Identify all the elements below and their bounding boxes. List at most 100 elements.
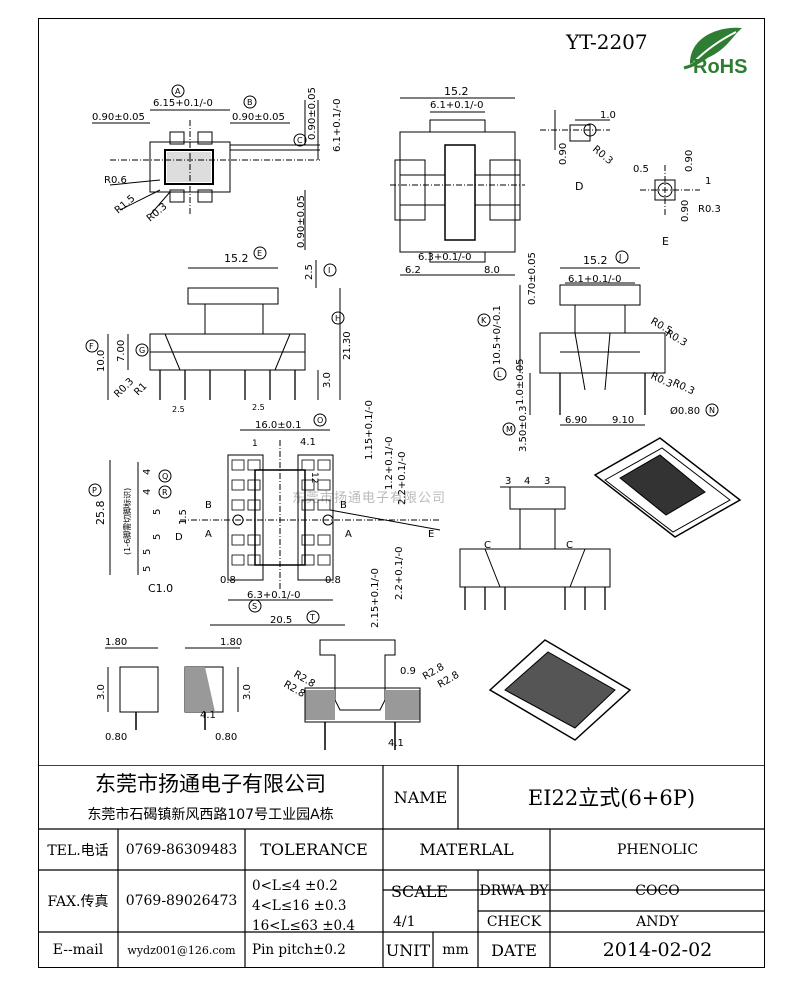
dim-sr-9: 3.50±0.3 [518, 405, 529, 452]
marker-N: N [709, 406, 715, 415]
dim-fl-0: 15.2 [224, 252, 249, 265]
tel-value: 0769-86309483 [125, 841, 238, 858]
draw-value: COCO [635, 882, 680, 899]
dim-sr-12: Ø0.80 [670, 405, 700, 417]
name-label: NAME [393, 787, 448, 807]
dim-bp-10: 4 [142, 489, 153, 495]
dim-bp-18: 2.2+0.1/-0 [394, 546, 405, 600]
tolerance-row-3: 16<L≤63 ±0.4 [252, 918, 356, 934]
check-value: ANDY [636, 913, 679, 930]
dim-sr-11: 9.10 [612, 415, 634, 426]
dim-sr-8: R0.3 [671, 378, 696, 398]
dim-sv-2: 3.0 [96, 684, 107, 700]
tel-label: TEL.电话 [47, 842, 109, 859]
dim-bp-2: 1.15+0.1/-0 [364, 400, 375, 460]
marker-P: P [92, 486, 97, 495]
dim-e-2: 0.90 [680, 200, 691, 222]
dim-sec-5: 4.1 [388, 738, 404, 749]
dim-sv-4: 0.80 [105, 732, 127, 743]
dim-bp-8: 25.8 [94, 501, 107, 526]
dim-bp-6: 5 [152, 509, 163, 515]
email-value: wydz001@126.com [127, 943, 236, 957]
detail-letter-B1: B [205, 500, 212, 511]
dim-bp-16: 0.8 [325, 575, 341, 586]
detail-letter-A1: A [205, 529, 212, 540]
company-address: 东莞市石碣镇新风西路107号工业园A栋 [87, 807, 334, 823]
material-value: PHENOLIC [616, 841, 699, 858]
dim-rf-2: 3 [544, 476, 550, 487]
dim-bp-15: 6.3+0.1/-0 [247, 590, 301, 601]
dim-e-4: 1 [705, 176, 711, 187]
detail-E-label: E [662, 235, 669, 248]
dim-tc-2: 6.3+0.1/-0 [418, 252, 472, 263]
scale-label: SCALE [391, 882, 449, 901]
letter-C1: C [484, 540, 491, 551]
dim-sr-1: 6.1+0.1/-0 [568, 274, 622, 285]
dim-sr-10: 6.90 [565, 415, 587, 426]
view-top-left [92, 84, 320, 250]
dim-fl-4: 10.0 [96, 350, 107, 372]
view-small [105, 647, 240, 730]
tolerance-row-2: 4<L≤16 ±0.3 [252, 898, 347, 914]
unit-label: UNIT [385, 940, 431, 960]
dim-sec-2: 0.9 [400, 666, 416, 677]
marker-S: S [252, 602, 257, 611]
dim-tl-0: 0.90±0.05 [92, 112, 145, 123]
dim-tl-7: R0.3 [145, 201, 170, 224]
dim-bp-11: 5 [142, 549, 153, 555]
dim-sr-6: 1.0±0.05 [515, 358, 526, 405]
marker-H: H [335, 314, 341, 323]
dim-d-1: 0.90 [558, 143, 569, 165]
small-views-labels: 1.80 1.80 3.0 3.0 0.80 0.80 4.1 [96, 637, 253, 743]
detail-letter-A2: A [345, 529, 352, 540]
unit-value: mm [442, 942, 469, 958]
dim-d-0: 1.0 [600, 110, 616, 121]
dim-e-3: R0.3 [698, 204, 721, 215]
rohs-leaf-icon [683, 27, 742, 70]
dim-fl-3: 7.00 [116, 340, 127, 362]
marker-C: C [297, 136, 303, 145]
view-front-left [85, 246, 345, 400]
name-value: EI22立式(6+6P) [527, 786, 696, 810]
title-block: 东莞市扬通电子有限公司 东莞市石碣镇新风西路107号工业园A栋 NAME EI2… [38, 765, 765, 968]
detail-D [540, 110, 610, 150]
top-center-labels: 15.2 6.1+0.1/-0 6.3+0.1/-0 6.2 8.0 [405, 85, 500, 276]
dim-d-2: R0.3 [590, 144, 615, 167]
front-left-labels: 15.2 2.5 21.30 7.00 10.0 3.0 R0.3 R1 2.5… [89, 249, 353, 414]
dim-tl-3: 0.90±0.05 [307, 87, 318, 140]
dim-tl-8: 0.90±0.05 [296, 195, 307, 248]
dim-bp-7: 5 [152, 534, 163, 540]
detail-E [640, 165, 700, 215]
dim-tc-3: 6.2 [405, 265, 421, 276]
dim-tc-0: 15.2 [444, 85, 469, 98]
dim-sv-0: 1.80 [105, 637, 127, 648]
pin-label-12: 12 [309, 472, 319, 483]
draw-label: DRWA BY [479, 882, 549, 899]
dim-bp-19: 2.15+0.1/-0 [370, 568, 381, 628]
dim-fl-1: 2.5 [304, 264, 315, 280]
view-top-center [390, 97, 525, 276]
dim-sr-5: R0.3 [664, 328, 689, 349]
view-section [304, 639, 421, 750]
tolerance-row-4: Pin pitch±0.2 [252, 942, 346, 958]
cut-pin-note: (1-6脚需切脚标识) [122, 488, 132, 555]
marker-I: I [328, 266, 330, 275]
view-bottom-pins [88, 413, 441, 626]
dim-sr-0: 15.2 [583, 254, 608, 267]
dim-bp-17: 20.5 [270, 615, 292, 626]
dim-tc-1: 6.1+0.1/-0 [430, 100, 484, 111]
dim-sv-5: 0.80 [215, 732, 237, 743]
fax-value: 0769-89026473 [125, 893, 238, 909]
dim-bp-14: 0.8 [220, 575, 236, 586]
fax-label: FAX.传真 [47, 894, 109, 910]
technical-drawing: 0.90±0.05 6.15+0.1/-0 0.90±0.05 0.90±0.0… [85, 84, 742, 750]
pin-label-1: 1 [252, 439, 258, 449]
dim-rf-1: 4 [524, 476, 530, 487]
detail-letter-B2: B [340, 500, 347, 511]
company-name: 东莞市扬通电子有限公司 [95, 772, 326, 796]
detail-D-labels: 1.0 0.90 R0.3 D [558, 110, 616, 193]
dim-tl-2: 0.90±0.05 [232, 112, 285, 123]
material-label: MATERLAL [419, 840, 514, 859]
view-right-front [459, 437, 742, 741]
marker-Q: Q [162, 472, 168, 481]
